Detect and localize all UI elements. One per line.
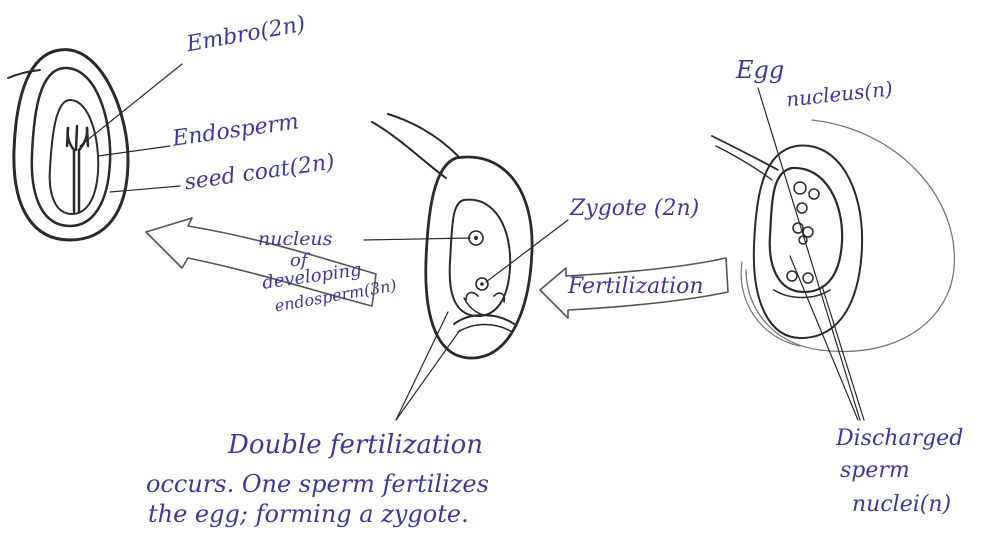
middle-pointer-lines	[364, 220, 568, 420]
caption-line-2: occurs. One sperm fertilizes	[146, 472, 489, 496]
zygote-label: Zygote (2n)	[570, 198, 699, 220]
middle-ovule-outer	[426, 157, 532, 358]
egg-label: Egg	[736, 58, 784, 82]
nuclei-label: nuclei(n)	[852, 494, 951, 516]
middle-ovule-drawing	[372, 114, 532, 358]
seed-pointer-lines	[80, 64, 182, 192]
embryo-pointer	[80, 64, 182, 146]
pollen-tube	[712, 136, 778, 170]
middle-embryo-sac	[450, 200, 510, 316]
caption-line-3: the egg; forming a zygote.	[148, 502, 469, 526]
double-fert-pointer-left	[396, 312, 448, 420]
nucleus-label: nucleus	[258, 230, 332, 249]
double-fertilization-heading: Double fertilization	[228, 432, 483, 458]
endosperm-pointer	[98, 146, 170, 156]
right-ovule-drawing	[712, 120, 954, 351]
nucleus-pointer	[364, 238, 470, 240]
sperm-label: sperm	[840, 460, 910, 482]
discharged-label: Discharged	[836, 428, 963, 450]
middle-stalk	[372, 122, 446, 178]
sperm-pointer-right	[822, 286, 864, 420]
seed-drawing	[8, 50, 128, 240]
egg-pointer	[758, 88, 860, 420]
double-fert-pointer-right	[396, 330, 460, 420]
right-pointer-lines	[758, 88, 864, 420]
zygote-pointer	[486, 220, 568, 282]
fertilization-label: Fertilization	[568, 276, 704, 298]
seed-coat-pointer	[110, 186, 180, 192]
embryo-drawing	[67, 126, 88, 212]
